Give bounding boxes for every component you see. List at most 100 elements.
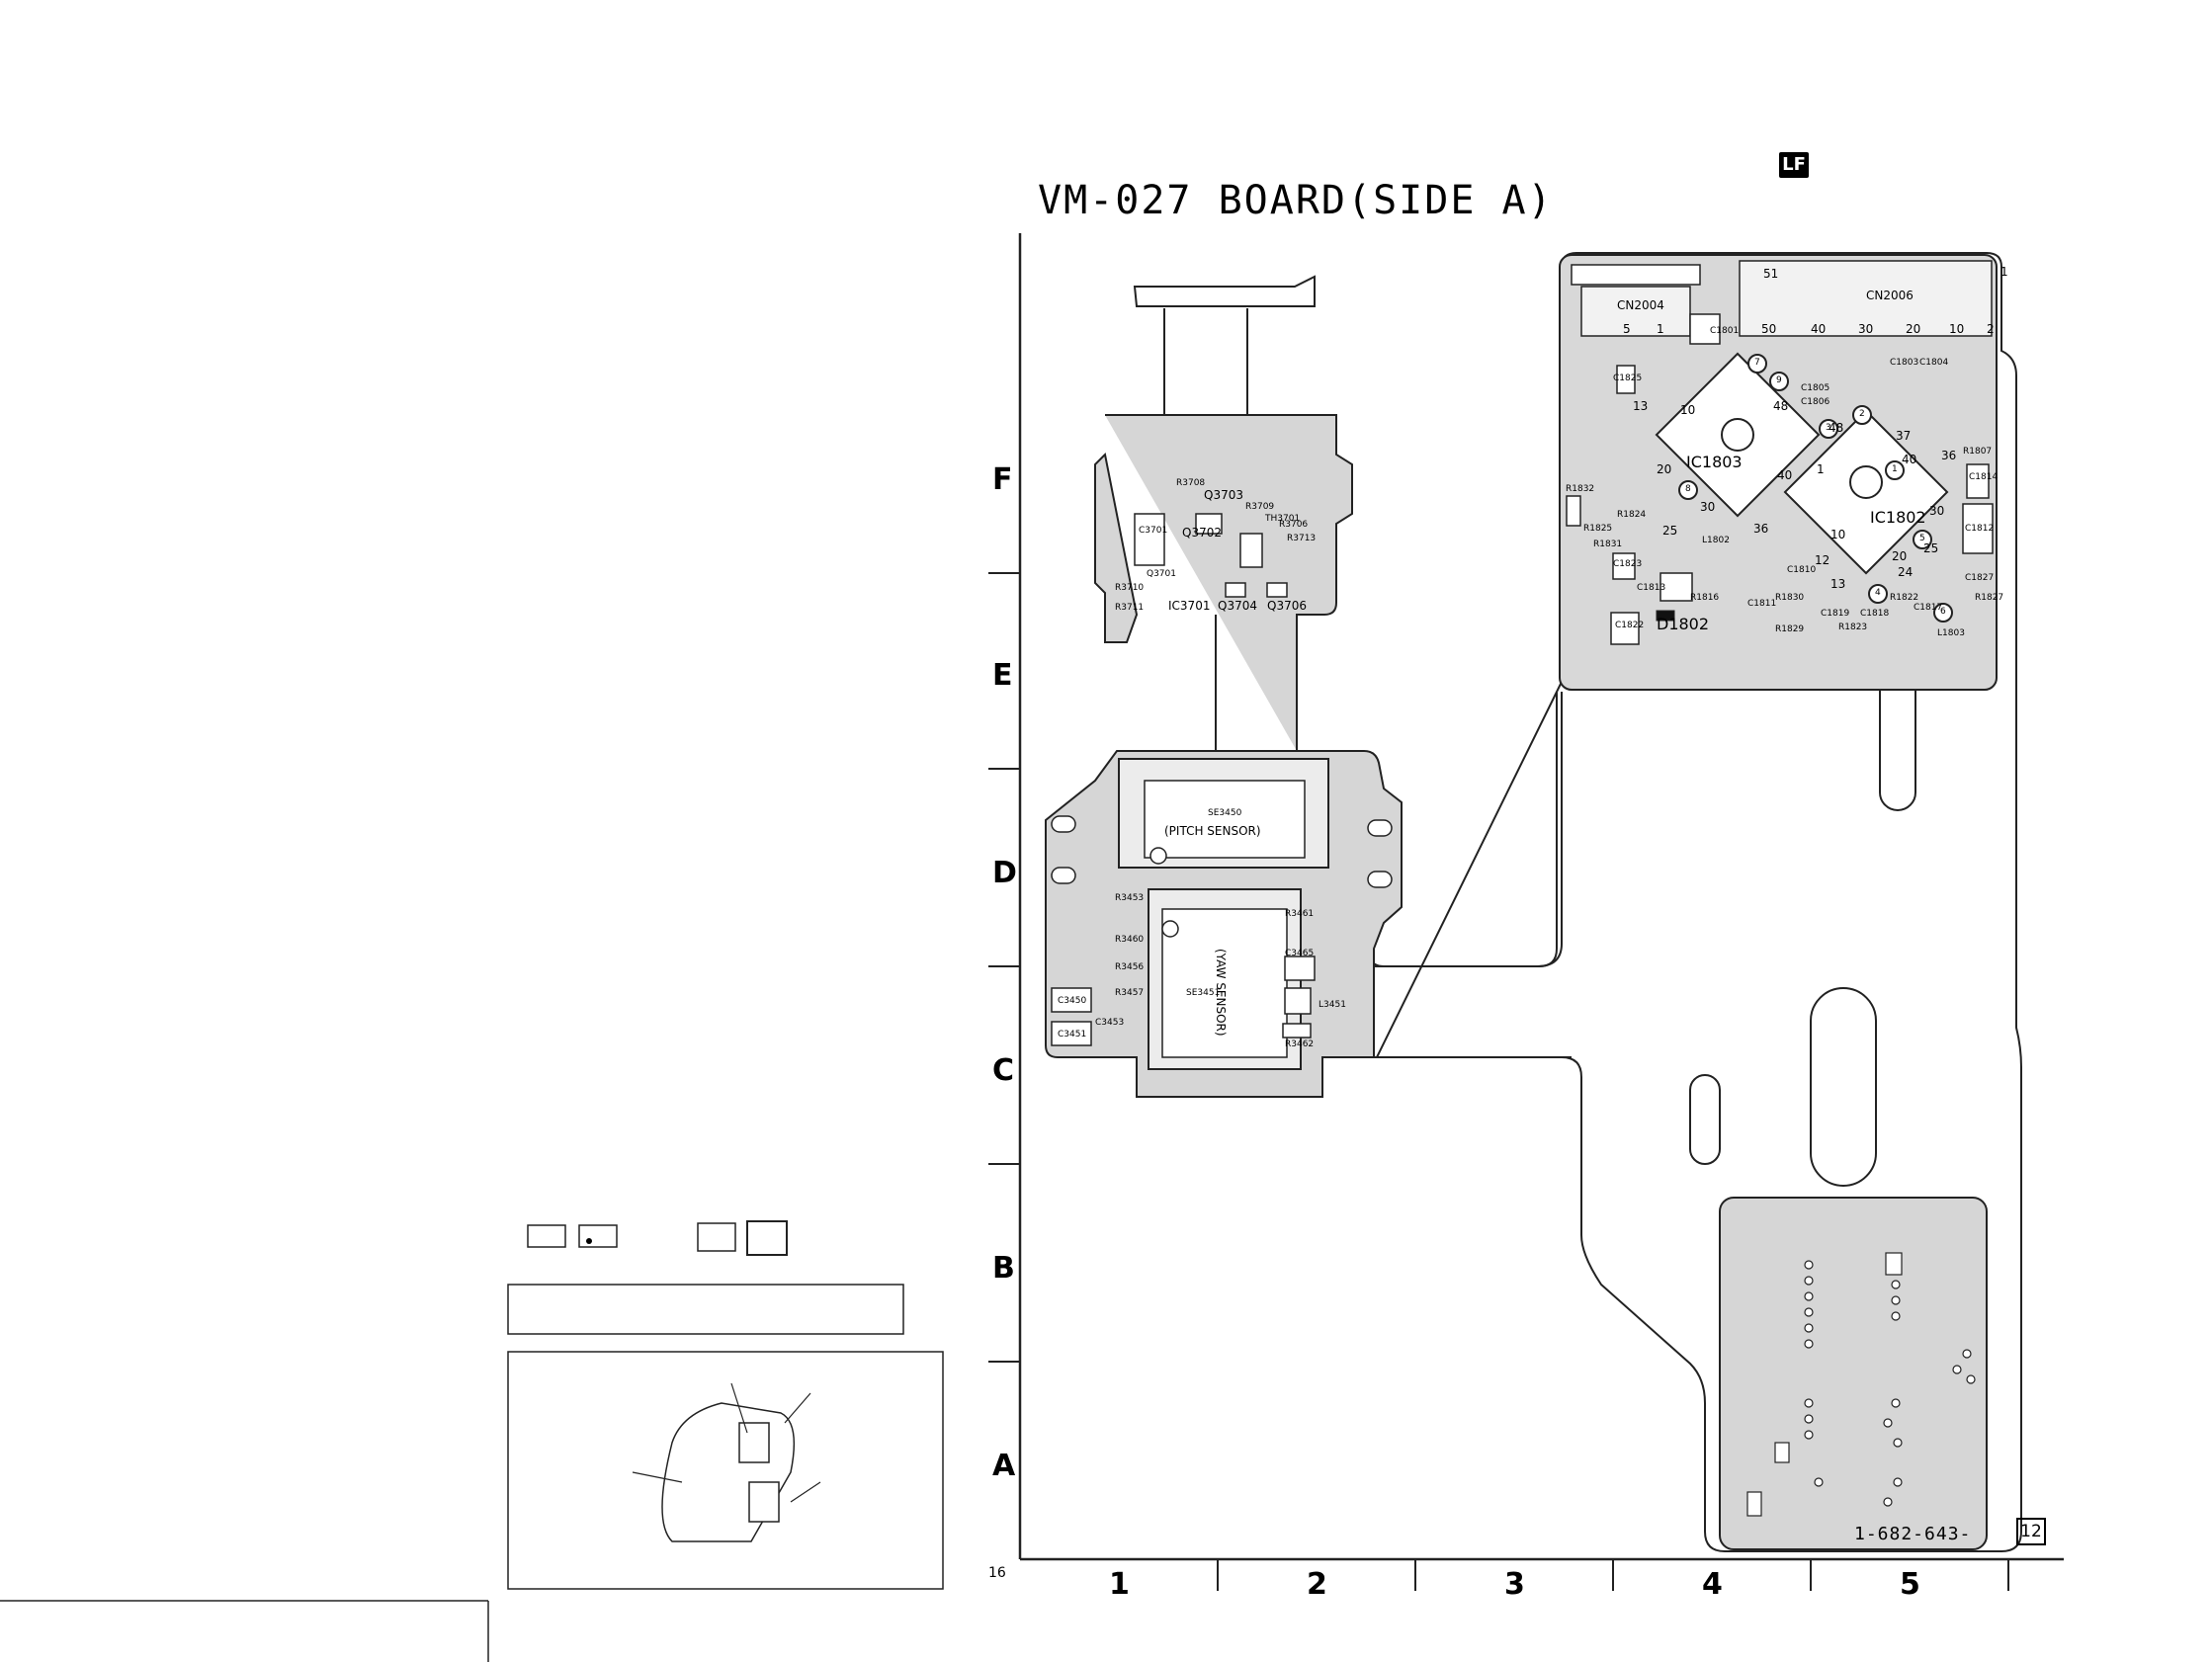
ic1803-pin-36: 36 <box>1753 522 1769 536</box>
cn2006-pin-30: 30 <box>1858 322 1874 336</box>
label-r3709: R3709 <box>1245 502 1275 512</box>
label-r3706: R3706 <box>1279 520 1309 530</box>
col-label-2: 2 <box>1307 1567 1327 1602</box>
label-r1825: R1825 <box>1583 524 1613 534</box>
label-r1807: R1807 <box>1963 447 1993 457</box>
marker-8: 8 <box>1685 484 1691 494</box>
cn2004-pin-1: 1 <box>1657 322 1664 336</box>
label-r3708: R3708 <box>1176 478 1206 488</box>
ic1802-pin-40: 40 <box>1902 453 1917 466</box>
part-number: 1-682-643- <box>1854 1524 1972 1544</box>
ic1803-pin-20: 20 <box>1657 462 1672 476</box>
label-c1803: C1803 <box>1890 358 1919 368</box>
board-index: 12 <box>2016 1518 2046 1545</box>
page-number: 16 <box>988 1565 1006 1581</box>
label-q3704: Q3704 <box>1218 599 1257 613</box>
label-r1816: R1816 <box>1690 593 1720 603</box>
marker-7: 7 <box>1754 358 1760 368</box>
label-q3706: Q3706 <box>1267 599 1307 613</box>
label-r3460: R3460 <box>1115 935 1145 945</box>
label-r1822: R1822 <box>1890 593 1919 603</box>
brand-logo: LF <box>1779 152 1809 178</box>
label-c1814: C1814 <box>1969 472 1999 482</box>
label-r1823: R1823 <box>1838 623 1868 632</box>
label-c1823: C1823 <box>1613 559 1643 569</box>
col-label-1: 1 <box>1109 1567 1130 1602</box>
label-c1817: C1817 <box>1914 603 1943 613</box>
row-label-c: C <box>992 1053 1015 1088</box>
label-c1801: C1801 <box>1710 326 1740 336</box>
row-label-e: E <box>992 658 1013 693</box>
ic1802-pin-12: 12 <box>1815 553 1830 567</box>
col-label-4: 4 <box>1702 1567 1723 1602</box>
ic1802-pin-30: 30 <box>1929 504 1945 518</box>
label-ic1803: IC1803 <box>1686 453 1743 471</box>
cn2006-pin-51: 51 <box>1763 267 1779 281</box>
cn2006-pin-1: 1 <box>2000 265 2008 279</box>
marker-2: 2 <box>1859 409 1865 419</box>
ic1802-pin-25: 25 <box>1923 541 1939 555</box>
label-c1818: C1818 <box>1860 609 1890 619</box>
ic1802-pin-10: 10 <box>1830 528 1846 541</box>
ic1803-pin-10: 10 <box>1680 403 1696 417</box>
label-c3701: C3701 <box>1139 526 1168 536</box>
label-r3461: R3461 <box>1285 909 1315 919</box>
label-r3453: R3453 <box>1115 893 1145 903</box>
label-r1832: R1832 <box>1566 484 1595 494</box>
ic1802-pin-1: 1 <box>1817 462 1825 476</box>
cn2006-pin-20: 20 <box>1906 322 1921 336</box>
label-r1824: R1824 <box>1617 510 1647 520</box>
marker-4: 4 <box>1875 588 1881 598</box>
ic1803-pin-48: 48 <box>1773 399 1789 413</box>
cn2006-pin-2: 2 <box>1987 322 1995 336</box>
col-label-3: 3 <box>1504 1567 1525 1602</box>
label-l3451: L3451 <box>1319 1000 1346 1010</box>
label-r1831: R1831 <box>1593 540 1623 549</box>
label-cn2006: CN2006 <box>1866 289 1914 302</box>
marker-5: 5 <box>1919 534 1925 543</box>
cn2004-pin-5: 5 <box>1623 322 1631 336</box>
marker-6: 6 <box>1940 607 1946 617</box>
ic1803-pin-30: 30 <box>1700 500 1716 514</box>
label-c1813: C1813 <box>1637 583 1666 593</box>
page-title: VM-027 BOARD(SIDE A) <box>1038 178 1554 223</box>
label-r3710: R3710 <box>1115 583 1145 593</box>
label-q3702: Q3702 <box>1182 526 1222 540</box>
label-se3451: SE3451 <box>1186 988 1221 998</box>
label-c1810: C1810 <box>1787 565 1817 575</box>
ic1803-pin-25: 25 <box>1662 524 1678 538</box>
label-th3701: TH3701 <box>1265 514 1301 524</box>
label-c3451: C3451 <box>1058 1030 1087 1039</box>
label-r3711: R3711 <box>1115 603 1145 613</box>
label-pitch-sensor: (PITCH SENSOR) <box>1164 824 1261 838</box>
label-c1825: C1825 <box>1613 374 1643 383</box>
marker-9: 9 <box>1776 375 1782 385</box>
cn2006-pin-40: 40 <box>1811 322 1827 336</box>
cn2006-pin-10: 10 <box>1949 322 1965 336</box>
marker-3: 3 <box>1826 423 1831 433</box>
label-c1804: C1804 <box>1919 358 1949 368</box>
ic1803-pin-13: 13 <box>1633 399 1649 413</box>
label-ic1802: IC1802 <box>1870 508 1926 527</box>
label-ic3701: IC3701 <box>1168 599 1211 613</box>
row-label-b: B <box>992 1251 1015 1286</box>
label-c1812: C1812 <box>1965 524 1995 534</box>
label-c3453: C3453 <box>1095 1018 1125 1028</box>
label-c1805: C1805 <box>1801 383 1830 393</box>
label-r3456: R3456 <box>1115 962 1145 972</box>
cn2006-pin-50: 50 <box>1761 322 1777 336</box>
label-c3450: C3450 <box>1058 996 1087 1006</box>
ic1802-pin-37: 37 <box>1896 429 1912 443</box>
label-d1802: D1802 <box>1657 615 1710 633</box>
label-se3450: SE3450 <box>1208 808 1242 818</box>
row-label-a: A <box>992 1449 1016 1483</box>
ic1803-pin-40: 40 <box>1777 468 1793 482</box>
row-label-f: F <box>992 462 1013 497</box>
label-c1822: C1822 <box>1615 621 1645 630</box>
label-yaw-sensor: (YAW SENSOR) <box>1214 949 1228 1037</box>
label-r3462: R3462 <box>1285 1039 1315 1049</box>
label-c1819: C1819 <box>1821 609 1850 619</box>
ic1802-pin-13: 13 <box>1830 577 1846 591</box>
label-r3457: R3457 <box>1115 988 1145 998</box>
